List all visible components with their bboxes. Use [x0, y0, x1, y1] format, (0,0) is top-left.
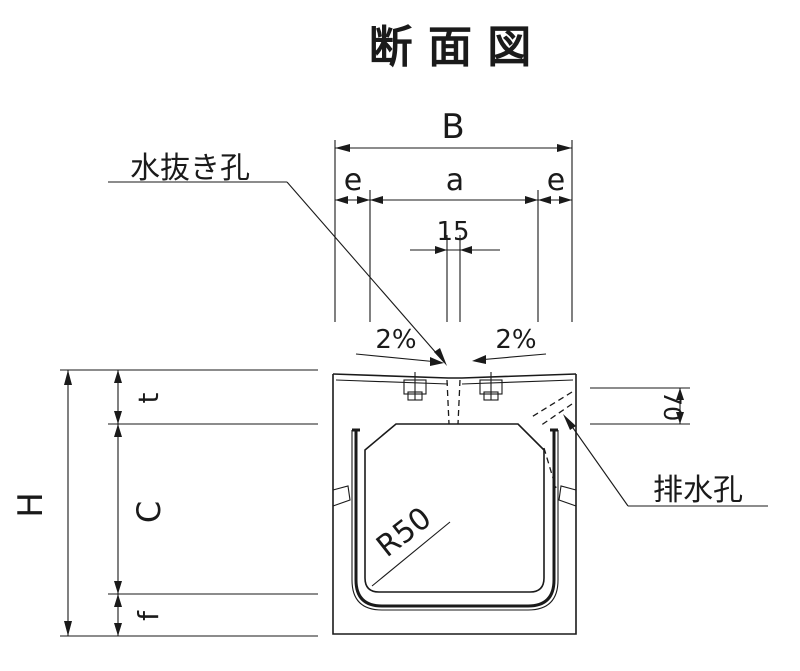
label-slope-left: 2%: [375, 325, 416, 355]
label-drain-hole: 水抜き孔: [130, 151, 250, 186]
label-H: H: [11, 492, 51, 518]
label-f: f: [132, 610, 165, 621]
bolt-left: [403, 372, 427, 401]
left-dimension-group: H t C f: [11, 369, 318, 637]
callout-water-outlet: 排水孔: [563, 414, 768, 508]
label-water-outlet: 排水孔: [653, 473, 743, 508]
label-e-right: e: [547, 163, 565, 198]
dim-70-group: 70: [590, 387, 690, 425]
slope-group: 2% 2%: [355, 325, 547, 366]
label-R50: R50: [370, 501, 438, 565]
drawing-title: 断 面 図: [369, 22, 532, 73]
channel-body: [332, 372, 577, 635]
callout-drain-hole: 水抜き孔: [108, 151, 447, 366]
label-t: t: [132, 392, 165, 403]
label-70: 70: [658, 391, 686, 422]
label-slope-right: 2%: [495, 325, 536, 355]
label-15: 15: [436, 217, 469, 247]
top-dimension-group: B e a e 15: [334, 107, 573, 322]
label-C: C: [130, 501, 168, 523]
bolt-right: [479, 372, 503, 401]
label-a: a: [446, 163, 464, 198]
label-B: B: [441, 107, 464, 147]
radius-label-group: R50: [370, 501, 451, 587]
label-e-left: e: [344, 163, 362, 198]
